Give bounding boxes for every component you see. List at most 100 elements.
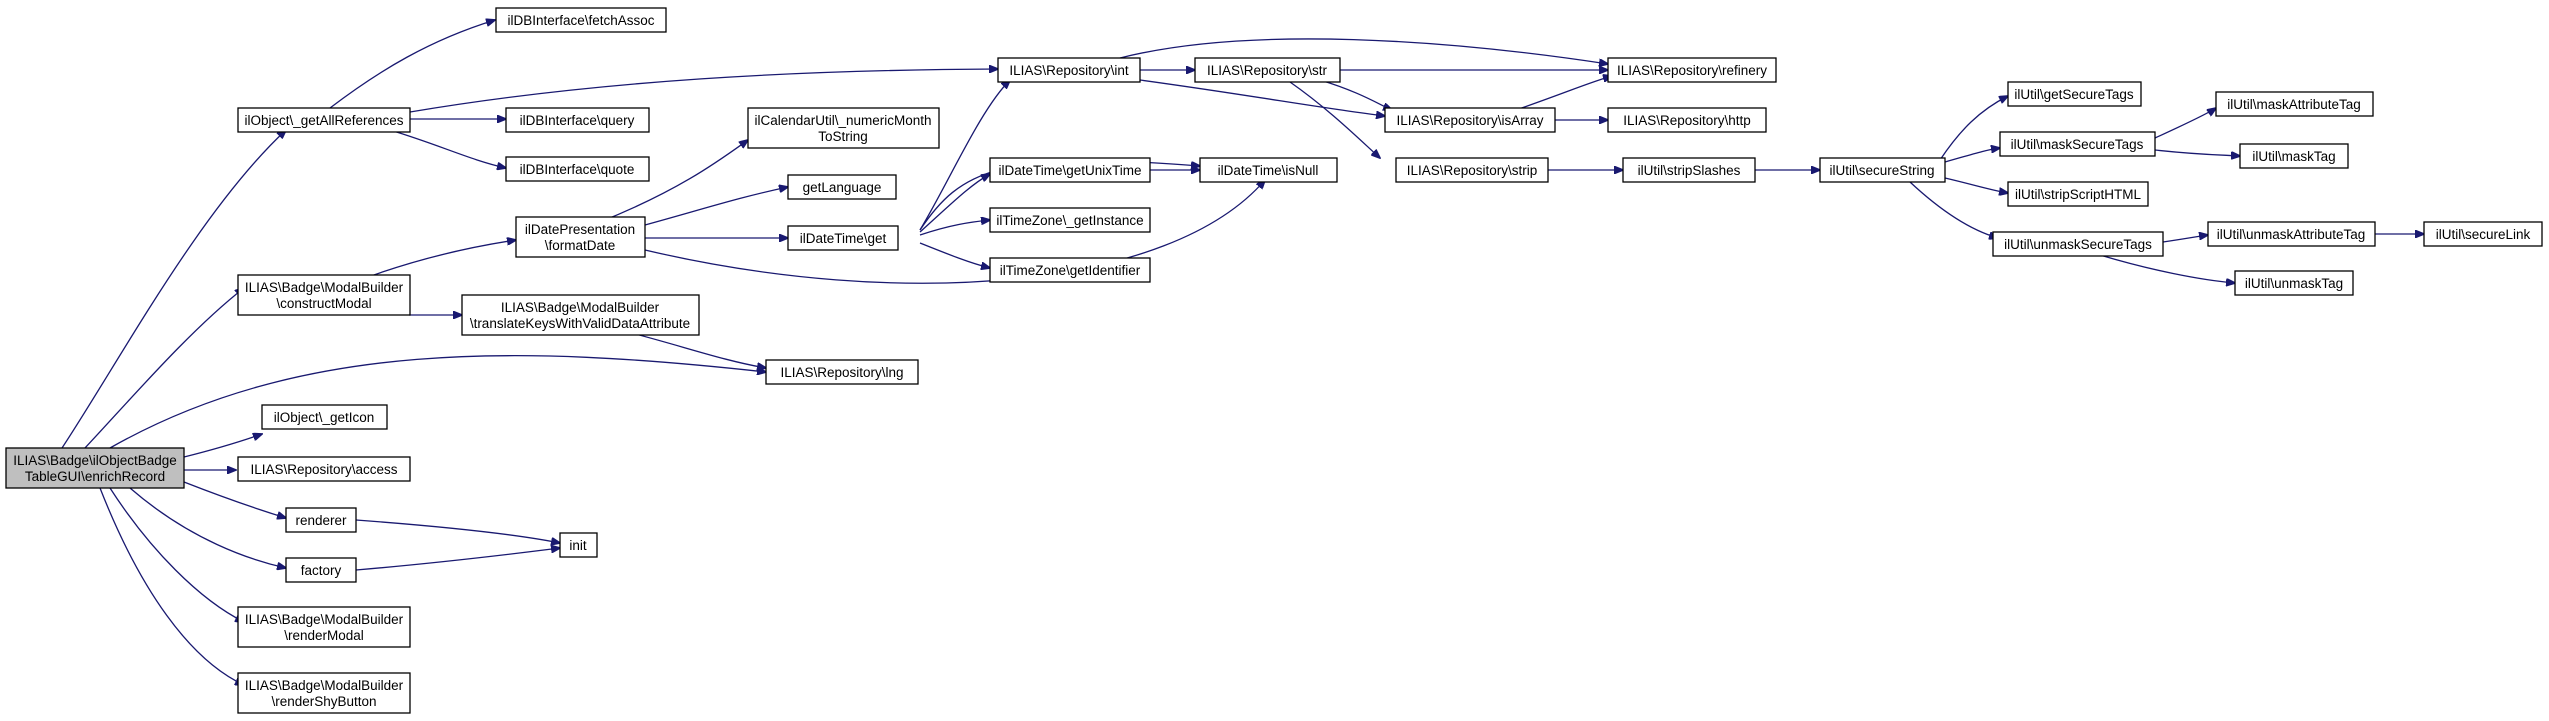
svg-text:\formatDate: \formatDate — [545, 238, 616, 253]
edge-root-geticon — [183, 434, 262, 458]
svg-text:ilUtil\secureString: ilUtil\secureString — [1829, 163, 1934, 178]
edge-dtget-tzinst — [919, 220, 990, 236]
edge-root-allrefs — [61, 130, 286, 449]
edge-datepres-calutil — [599, 140, 748, 223]
svg-text:\constructModal: \constructModal — [276, 296, 371, 311]
svg-text:ilUtil\maskAttributeTag: ilUtil\maskAttributeTag — [2227, 97, 2361, 112]
svg-text:ilUtil\unmaskTag: ilUtil\unmaskTag — [2245, 276, 2343, 291]
svg-text:ilTimeZone\getIdentifier: ilTimeZone\getIdentifier — [1000, 263, 1141, 278]
svg-text:TableGUI\enrichRecord: TableGUI\enrichRecord — [25, 469, 165, 484]
node-tz-get-identifier[interactable]: ilTimeZone\getIdentifier — [989, 257, 1151, 283]
svg-text:ILIAS\Repository\lng: ILIAS\Repository\lng — [780, 365, 903, 380]
node-format-date[interactable]: ilDatePresentation\formatDate — [515, 216, 646, 258]
node-mask-tag[interactable]: ilUtil\maskTag — [2239, 143, 2349, 169]
node-get-all-references[interactable]: ilObject\_getAllReferences — [237, 107, 411, 133]
node-get-unix-time[interactable]: ilDateTime\getUnixTime — [989, 157, 1151, 183]
node-secure-string[interactable]: ilUtil\secureString — [1819, 157, 1946, 183]
svg-text:init: init — [569, 538, 587, 553]
node-repository-strip[interactable]: ILIAS\Repository\strip — [1395, 157, 1549, 183]
node-get-icon[interactable]: ilObject\_getIcon — [261, 404, 388, 430]
svg-text:ilDateTime\isNull: ilDateTime\isNull — [1218, 163, 1319, 178]
edge-secstr-getsec — [1939, 96, 2008, 161]
svg-text:ilUtil\unmaskAttributeTag: ilUtil\unmaskAttributeTag — [2217, 227, 2366, 242]
svg-text:ILIAS\Badge\ModalBuilder: ILIAS\Badge\ModalBuilder — [245, 678, 404, 693]
edge-str-strip — [1289, 81, 1380, 158]
node-repository-int[interactable]: ILIAS\Repository\int — [997, 57, 1141, 83]
node-render-modal[interactable]: ILIAS\Badge\ModalBuilder\renderModal — [237, 606, 411, 648]
svg-text:ILIAS\Badge\ModalBuilder: ILIAS\Badge\ModalBuilder — [245, 280, 404, 295]
edge-dtget-tzid — [919, 242, 990, 268]
svg-text:ilUtil\secureLink: ilUtil\secureLink — [2436, 227, 2531, 242]
nodes: ILIAS\Badge\ilObjectBadgeTableGUI\enrich… — [5, 7, 2543, 714]
node-repository-str[interactable]: ILIAS\Repository\str — [1194, 57, 1341, 83]
node-renderer[interactable]: renderer — [285, 507, 357, 533]
node-render-shy-button[interactable]: ILIAS\Badge\ModalBuilder\renderShyButton — [237, 672, 411, 714]
svg-text:ilTimeZone\_getInstance: ilTimeZone\_getInstance — [996, 213, 1143, 228]
edge-int-refinery — [1119, 38, 1608, 64]
node-tz-get-instance[interactable]: ilTimeZone\_getInstance — [989, 207, 1151, 233]
node-unmask-tag[interactable]: ilUtil\unmaskTag — [2234, 270, 2354, 296]
edge-isarray-refinery — [1509, 76, 1612, 113]
node-repository-is-array[interactable]: ILIAS\Repository\isArray — [1384, 107, 1556, 133]
svg-text:ILIAS\Repository\strip: ILIAS\Repository\strip — [1407, 163, 1538, 178]
svg-text:ILIAS\Repository\str: ILIAS\Repository\str — [1207, 63, 1328, 78]
svg-text:ilDBInterface\quote: ilDBInterface\quote — [520, 162, 635, 177]
edge-secstr-stripscr — [1944, 177, 2008, 193]
edge-masksec-masktag — [2154, 149, 2240, 156]
node-datetime-get[interactable]: ilDateTime\get — [787, 225, 899, 251]
node-mask-attribute-tag[interactable]: ilUtil\maskAttributeTag — [2215, 91, 2374, 117]
node-get-language[interactable]: getLanguage — [787, 174, 897, 200]
node-strip-script-html[interactable]: ilUtil\stripScriptHTML — [2007, 181, 2149, 207]
node-repository-refinery[interactable]: ILIAS\Repository\refinery — [1607, 57, 1777, 83]
svg-text:ilObject\_getIcon: ilObject\_getIcon — [274, 410, 375, 425]
node-repository-access[interactable]: ILIAS\Repository\access — [237, 456, 411, 482]
node-mask-secure-tags[interactable]: ilUtil\maskSecureTags — [1999, 131, 2156, 157]
svg-text:ToString: ToString — [818, 129, 868, 144]
node-fetch-assoc[interactable]: ilDBInterface\fetchAssoc — [495, 7, 667, 33]
node-translate-keys[interactable]: ILIAS\Badge\ModalBuilder\translateKeysWi… — [461, 294, 700, 336]
svg-text:ILIAS\Badge\ModalBuilder: ILIAS\Badge\ModalBuilder — [501, 300, 660, 315]
edge-allrefs-fetch — [329, 20, 495, 109]
node-factory[interactable]: factory — [285, 557, 357, 583]
node-repository-lng[interactable]: ILIAS\Repository\lng — [765, 359, 919, 385]
node-repository-http[interactable]: ILIAS\Repository\http — [1607, 107, 1767, 133]
edge-masksec-maskattr — [2154, 108, 2216, 139]
svg-text:ILIAS\Repository\isArray: ILIAS\Repository\isArray — [1396, 113, 1543, 128]
svg-text:ILIAS\Repository\access: ILIAS\Repository\access — [250, 462, 397, 477]
node-enrich-record[interactable]: ILIAS\Badge\ilObjectBadgeTableGUI\enrich… — [5, 447, 185, 489]
node-query[interactable]: ilDBInterface\query — [505, 107, 650, 133]
svg-text:ilUtil\maskSecureTags: ilUtil\maskSecureTags — [2011, 137, 2144, 152]
svg-text:ilUtil\maskTag: ilUtil\maskTag — [2252, 149, 2335, 164]
svg-text:ilObject\_getAllReferences: ilObject\_getAllReferences — [244, 113, 403, 128]
edge-dtget-unixtime — [919, 174, 990, 233]
node-quote[interactable]: ilDBInterface\quote — [505, 156, 650, 182]
node-unmask-secure-tags[interactable]: ilUtil\unmaskSecureTags — [1992, 231, 2164, 257]
edge-datepres-isnull — [644, 180, 1265, 284]
svg-text:ilDateTime\getUnixTime: ilDateTime\getUnixTime — [998, 163, 1141, 178]
svg-text:ilUtil\unmaskSecureTags: ilUtil\unmaskSecureTags — [2004, 237, 2152, 252]
edge-dtget-int — [919, 80, 1010, 231]
svg-text:factory: factory — [301, 563, 342, 578]
edge-datepres-getlang — [644, 187, 788, 226]
node-get-secure-tags[interactable]: ilUtil\getSecureTags — [2007, 81, 2142, 107]
svg-text:ilDatePresentation: ilDatePresentation — [525, 222, 635, 237]
edge-translate-lng — [619, 329, 766, 368]
edge-unmasksec-unmasktag — [2099, 254, 2235, 283]
node-init[interactable]: init — [559, 532, 598, 558]
node-unmask-attribute-tag[interactable]: ilUtil\unmaskAttributeTag — [2207, 221, 2376, 247]
edge-root-construct — [84, 288, 244, 449]
edge-secstr-masksec — [1944, 148, 2000, 163]
edge-root-factory — [129, 487, 286, 568]
node-construct-modal[interactable]: ILIAS\Badge\ModalBuilder\constructModal — [237, 274, 411, 316]
node-secure-link[interactable]: ilUtil\secureLink — [2423, 221, 2543, 247]
edge-unmasksec-unmaskattr — [2162, 235, 2208, 243]
edge-factory-init — [355, 548, 560, 571]
svg-text:ilCalendarUtil\_numericMonth: ilCalendarUtil\_numericMonth — [754, 113, 931, 128]
node-strip-slashes[interactable]: ilUtil\stripSlashes — [1622, 157, 1756, 183]
svg-text:getLanguage: getLanguage — [803, 180, 882, 195]
svg-text:ILIAS\Badge\ModalBuilder: ILIAS\Badge\ModalBuilder — [245, 612, 404, 627]
node-is-null[interactable]: ilDateTime\isNull — [1199, 157, 1338, 183]
svg-text:ilDBInterface\query: ilDBInterface\query — [520, 113, 635, 128]
edges — [61, 20, 2424, 685]
